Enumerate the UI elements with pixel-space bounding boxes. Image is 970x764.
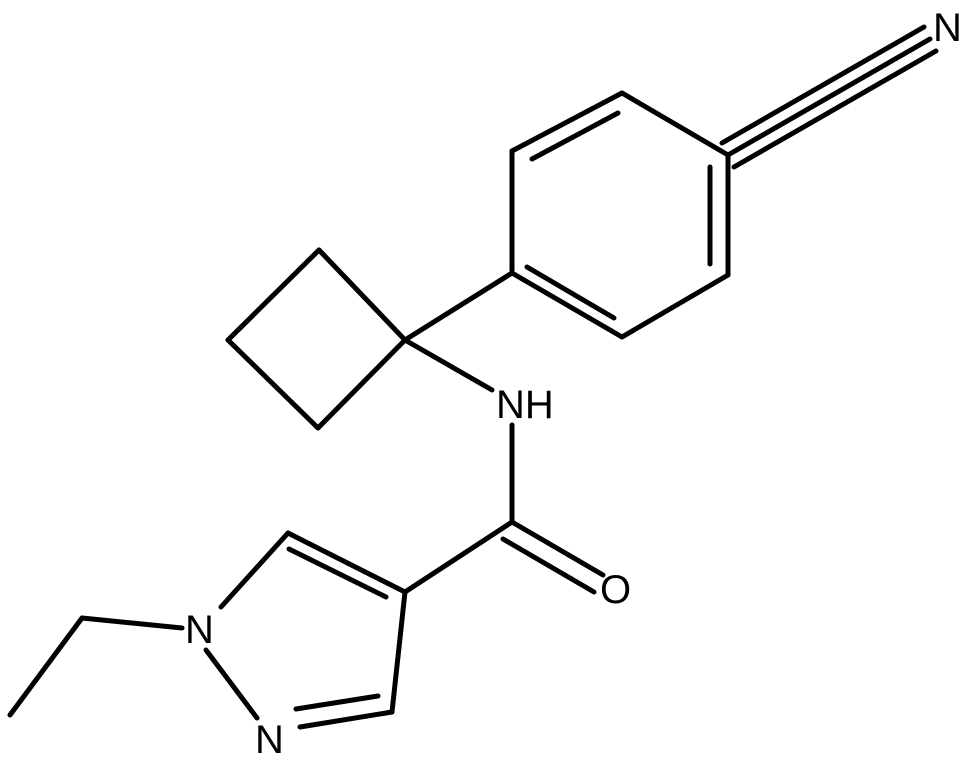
bond-pz-n1-n2 [203,647,260,721]
bond-pz-c3-c4 [389,589,408,715]
bond-ar-4 [509,270,625,340]
pyrazole-ring [203,530,408,730]
bond-n1-ch2 [79,615,185,631]
bond-cb-2 [225,247,322,343]
bond-carbonyl-pyrazole [402,519,515,595]
benzene-ring [509,90,731,340]
bond-pz-n2-c3 [297,709,395,730]
bond-ch2-ch3 [7,615,85,718]
bond-cb-4 [315,337,408,431]
bond-co-1 [509,519,606,578]
bond-pz-c5-n1 [218,530,291,610]
bond-cb-3 [225,337,321,431]
bond-cn-2 [719,24,927,146]
bond-pz-n2-c3-inner [293,693,381,712]
pyrazole-n1-label: N [185,608,214,652]
bond-ar-inner-2 [524,264,617,321]
bond-c-nh [402,337,495,393]
bond-cn-3 [731,48,939,170]
bond-pz-c4-c5 [285,530,408,595]
bond-pz-c4-c5-inner [286,546,389,600]
nitrile-nitrogen-label: N [933,6,962,50]
carbonyl-oxygen-label: O [600,568,631,612]
bond-ar-5 [619,272,731,340]
pyrazole-n2-label: N [255,718,284,762]
bond-co-2 [500,536,597,595]
bond-ar-2 [509,90,625,154]
bond-cn-1 [725,36,933,158]
nitrile-triple-bond [719,24,939,170]
bond-ar-1 [619,90,731,158]
amide-nh-label: NH [496,383,554,427]
bond-aryl-cyclobutyl [402,270,515,343]
bond-ar-inner-1 [529,110,621,162]
ethyl-group [7,615,185,718]
carbonyl-double-bond [500,519,606,595]
cyclobutane-ring [225,247,408,431]
bond-cb-1 [316,247,408,343]
